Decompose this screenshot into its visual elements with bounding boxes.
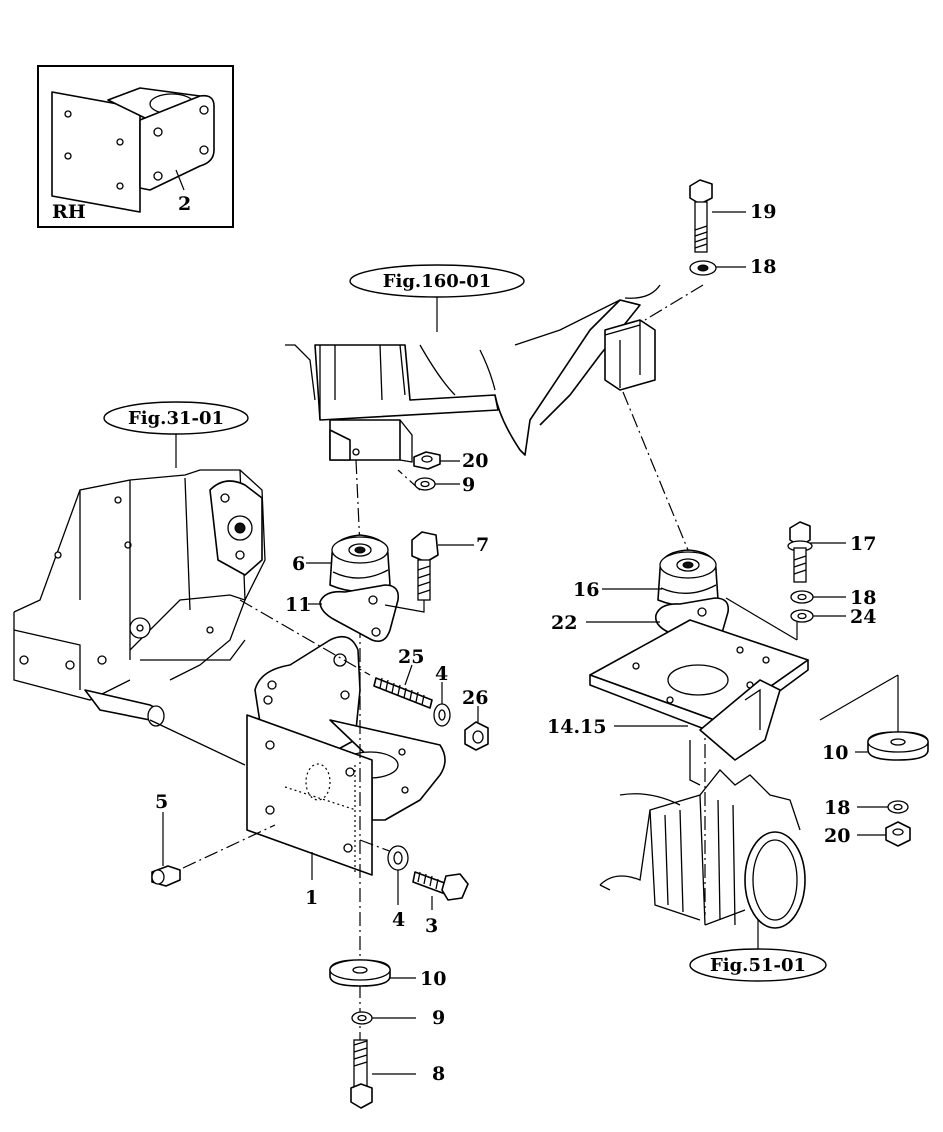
svg-text:Fig.51-01: Fig.51-01	[710, 955, 806, 976]
callout-25: 25	[398, 646, 424, 668]
washer-18-lower-right	[887, 800, 909, 814]
callout-7: 7	[476, 534, 489, 556]
callout-3: 3	[425, 915, 438, 937]
callout-16: 16	[573, 579, 599, 601]
bolt-8	[350, 1039, 373, 1109]
washer-10-right	[819, 674, 929, 761]
callout-14-15: 14.15	[547, 716, 607, 738]
rubber-mount-16	[657, 549, 719, 607]
right-mount-parts	[589, 179, 929, 847]
callout-5: 5	[155, 791, 168, 813]
nut-20-left	[413, 451, 441, 470]
washer-9-left	[414, 477, 436, 491]
callout-6: 6	[292, 553, 305, 575]
nut-26	[464, 721, 489, 751]
bolt-19	[689, 179, 713, 253]
frame-top-structure	[285, 284, 661, 463]
callout-20b: 20	[824, 825, 850, 847]
plate-11-left	[319, 584, 400, 643]
callout-4: 4	[435, 663, 448, 685]
washer-10-left	[329, 959, 391, 987]
callout-22: 22	[551, 612, 577, 634]
washer-18-right	[790, 590, 814, 604]
callout-18: 18	[750, 256, 776, 278]
reference-fig-31: Fig.31-01	[103, 401, 249, 468]
callout-8: 8	[432, 1063, 445, 1085]
bolt-7	[384, 531, 439, 613]
bolt-3	[412, 871, 469, 901]
callout-9b: 9	[432, 1007, 445, 1029]
washer-4-upper	[433, 703, 451, 727]
mounting-plate-14-15	[589, 619, 809, 786]
callout-20: 20	[462, 450, 488, 472]
bolt-17	[787, 521, 813, 583]
axle-housing	[599, 769, 806, 929]
washer-4-lower	[387, 845, 409, 871]
main-bracket-1	[246, 635, 446, 876]
callout-26: 26	[462, 687, 488, 709]
callout-1: 1	[305, 887, 318, 909]
washer-9-lower	[351, 1011, 373, 1025]
callout-10: 10	[420, 968, 446, 990]
callout-18b: 18	[850, 587, 876, 609]
left-mount-parts	[151, 451, 489, 1109]
callout-19: 19	[750, 201, 776, 223]
stud-25	[373, 677, 433, 709]
engine-block	[13, 469, 266, 766]
washer-24	[790, 609, 814, 623]
inset-side-label: RH	[52, 201, 86, 223]
callout-18c: 18	[824, 797, 850, 819]
callout-24: 24	[850, 606, 876, 628]
callout-11: 11	[285, 594, 311, 616]
svg-text:Fig.31-01: Fig.31-01	[128, 408, 224, 429]
nut-20-right	[885, 821, 911, 847]
callout-4b: 4	[392, 909, 405, 931]
rubber-mount-6-left	[329, 534, 391, 593]
reference-fig-160: Fig.160-01	[349, 264, 525, 332]
inset-rh-bracket: RH 2	[37, 65, 234, 228]
washer-18-upper	[689, 260, 717, 276]
pin-5	[151, 865, 181, 887]
callout-leaders	[162, 211, 888, 1075]
callout-10b: 10	[822, 742, 848, 764]
callout-17: 17	[850, 533, 876, 555]
callout-numbers: 19 18 20 9 7 6 11 25 4 26 5 1 4 3 10 9 8…	[155, 201, 876, 1085]
svg-text:Fig.160-01: Fig.160-01	[383, 271, 492, 292]
inset-part-number: 2	[178, 193, 191, 215]
callout-9: 9	[462, 474, 475, 496]
